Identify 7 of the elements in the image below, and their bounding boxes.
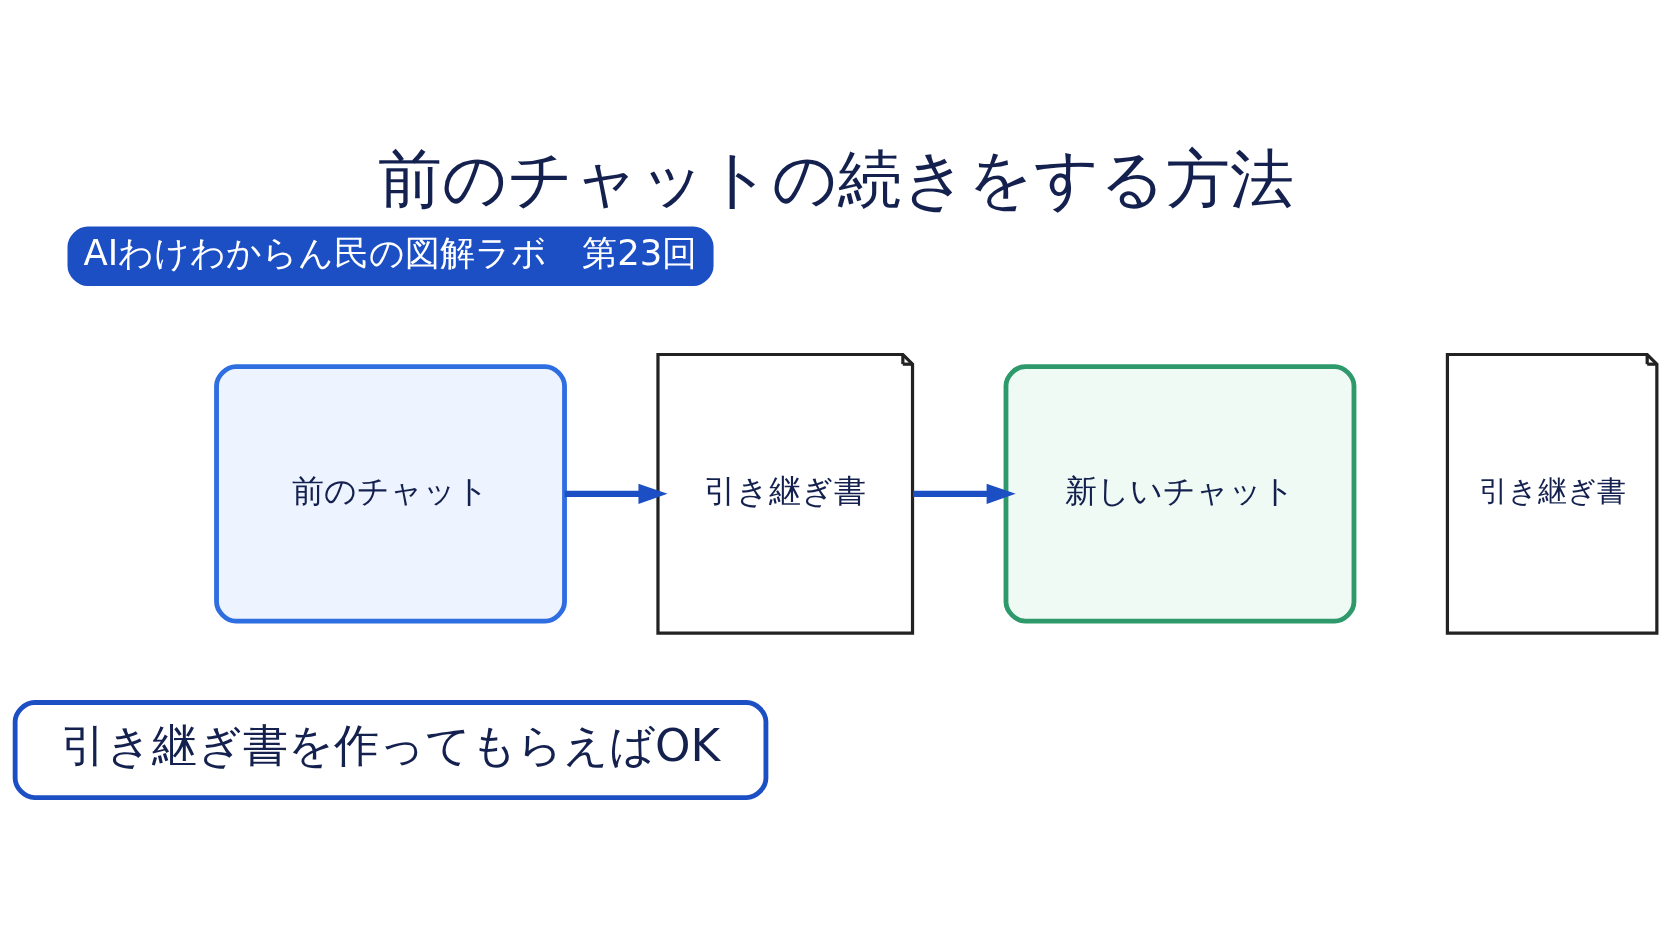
arrow [913, 483, 1016, 505]
diagram-title: 前のチャットの続きをする方法 [378, 141, 1294, 217]
node-box: 新しいチャット [1003, 364, 1357, 624]
node-box: 引き継ぎ書を作ってもらえばOK [12, 700, 769, 800]
arrow [564, 483, 668, 505]
node-box: 前のチャット [214, 364, 567, 624]
node-box: AIわけわからん民の図解ラボ 第23回 [67, 226, 714, 287]
